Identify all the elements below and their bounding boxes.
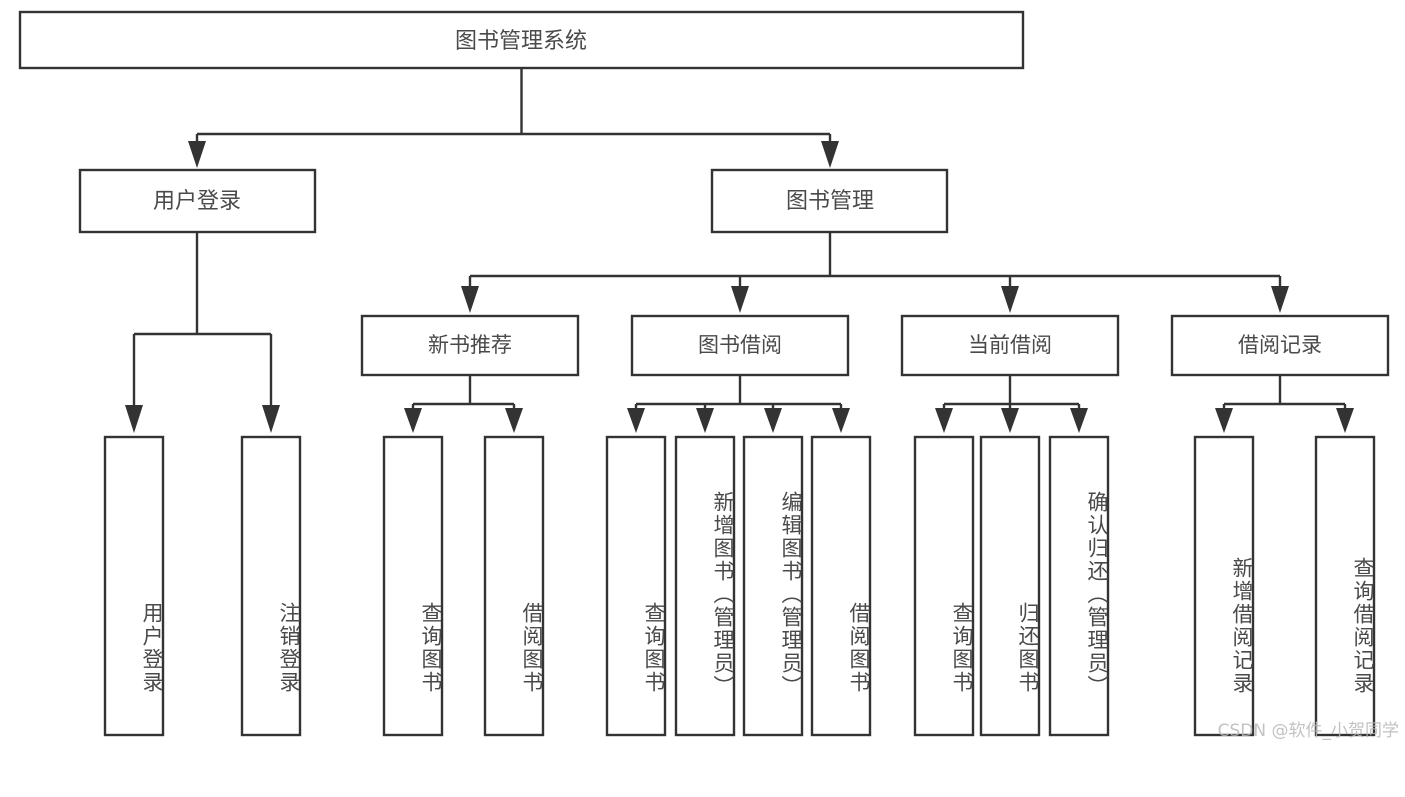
node-book-manage-label: 图书管理	[786, 189, 874, 214]
leaf-box-borrow-book-2[interactable]	[810, 435, 872, 737]
node-current-borrow[interactable]: 当前借阅	[900, 314, 1120, 377]
arrowhead-leaf-add-book	[696, 408, 714, 433]
leaf-box-add-record[interactable]	[1193, 435, 1255, 737]
leaf-box-edit-book[interactable]	[742, 435, 804, 737]
leaf-box-user-login[interactable]	[103, 435, 165, 737]
arrowhead-leaf-query-book-1	[404, 408, 422, 433]
arrowhead-leaf-confirm-return	[1070, 408, 1088, 433]
leaf-box-borrow-book-1[interactable]	[483, 435, 545, 737]
arrowhead-leaf-borrow-book-2	[832, 408, 850, 433]
node-user-login[interactable]: 用户登录	[78, 168, 317, 234]
node-borrow-record-box[interactable]	[1170, 314, 1390, 377]
node-current-borrow-label: 当前借阅	[968, 333, 1052, 357]
arrowhead-leaf-edit-book	[764, 408, 782, 433]
node-new-book-rec-box[interactable]	[360, 314, 580, 377]
leaf-box-query-book-2[interactable]	[605, 435, 667, 737]
node-book-borrow-box[interactable]	[630, 314, 850, 377]
arrowhead-new-book-rec	[461, 286, 479, 313]
arrowhead-leaf-query-book-2	[627, 408, 645, 433]
connectors-borrow-record-children	[1215, 375, 1354, 433]
node-book-manage-box[interactable]	[710, 168, 949, 234]
leaf-box-query-book-1[interactable]	[382, 435, 444, 737]
node-new-book-rec[interactable]: 新书推荐	[360, 314, 580, 377]
node-new-book-rec-label: 新书推荐	[428, 333, 512, 357]
leaf-box-confirm-return[interactable]	[1048, 435, 1110, 737]
node-user-login-label: 用户登录	[153, 189, 241, 214]
arrowhead-leaf-logout	[262, 405, 280, 433]
arrowhead-leaf-add-record	[1215, 408, 1233, 433]
tree-diagram: 图书管理系统 用户登录 图书管理 新书推荐 图书借阅 当前借阅 借阅记录	[18, 10, 1390, 737]
connectors-book-manage-children	[461, 232, 1289, 313]
node-user-login-box[interactable]	[78, 168, 317, 234]
node-book-manage[interactable]: 图书管理	[710, 168, 949, 234]
leaf-box-query-record[interactable]	[1314, 435, 1376, 737]
leaf-box-add-book[interactable]	[674, 435, 736, 737]
arrowhead-leaf-user-login	[125, 405, 143, 433]
arrowhead-book-manage	[821, 141, 839, 168]
node-root-label: 图书管理系统	[455, 29, 587, 54]
node-root-box[interactable]	[18, 10, 1025, 70]
node-book-borrow[interactable]: 图书借阅	[630, 314, 850, 377]
arrowhead-current-borrow	[1001, 286, 1019, 313]
node-book-borrow-label: 图书借阅	[698, 333, 782, 357]
leaf-box-logout[interactable]	[240, 435, 302, 737]
arrowhead-leaf-query-record	[1336, 408, 1354, 433]
arrowhead-borrow-record	[1271, 286, 1289, 313]
arrowhead-book-borrow	[731, 286, 749, 313]
node-borrow-record-label: 借阅记录	[1238, 333, 1322, 357]
leaf-boxes	[103, 435, 1376, 737]
leaf-box-return-book[interactable]	[979, 435, 1041, 737]
node-borrow-record[interactable]: 借阅记录	[1170, 314, 1390, 377]
node-root[interactable]: 图书管理系统	[18, 10, 1025, 70]
arrowhead-user-login	[188, 141, 206, 168]
diagram-canvas: 图书管理系统 用户登录 图书管理 新书推荐 图书借阅 当前借阅 借阅记录	[18, 10, 1399, 741]
connectors-new-book-rec-children	[404, 375, 523, 433]
arrowhead-leaf-return-book	[1001, 408, 1019, 433]
connectors-book-borrow-children	[627, 375, 850, 433]
leaf-box-query-book-3[interactable]	[913, 435, 975, 737]
watermark-text: CSDN @软件_小贺同学	[1217, 721, 1399, 741]
connectors-current-borrow-children	[935, 375, 1088, 433]
connectors-root-to-level2	[188, 68, 839, 168]
connectors-user-login-children	[125, 232, 280, 433]
arrowhead-leaf-query-book-3	[935, 408, 953, 433]
node-current-borrow-box[interactable]	[900, 314, 1120, 377]
arrowhead-leaf-borrow-book-1	[505, 408, 523, 433]
